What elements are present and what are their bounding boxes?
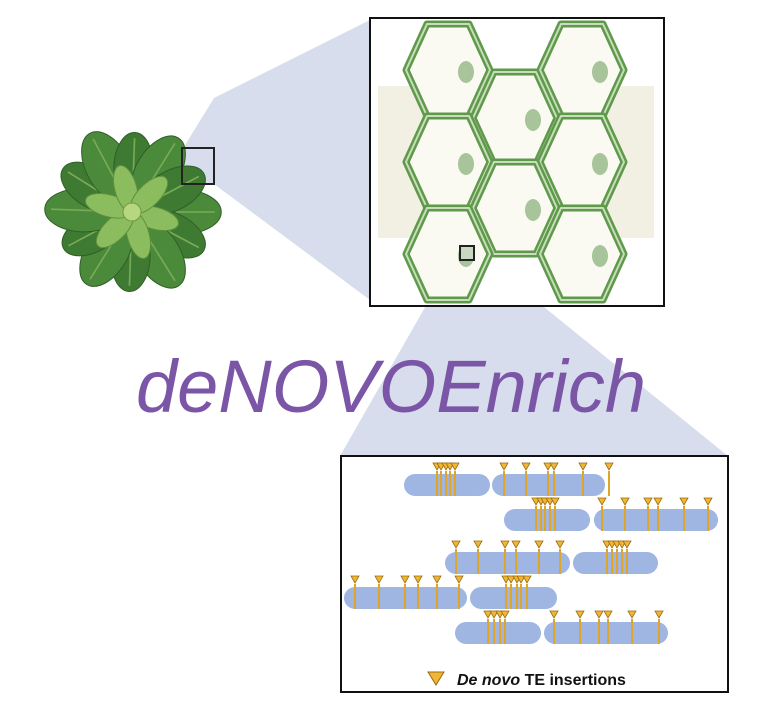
te-insertion-marker	[511, 540, 521, 574]
te-insertion-marker	[550, 497, 560, 531]
nucleus	[458, 61, 474, 83]
te-insertion-marker	[500, 540, 510, 574]
te-insertion-marker	[654, 610, 664, 644]
te-insertion-marker	[451, 540, 461, 574]
tool-title: deNOVOEnrich	[136, 345, 646, 428]
plant-zoom-box	[181, 147, 215, 185]
rosette-center	[122, 202, 142, 222]
te-insertion-marker	[653, 497, 663, 531]
chromosome-pair	[455, 610, 668, 644]
orange-triangle-icon	[427, 671, 445, 686]
te-insertion-marker	[454, 575, 464, 609]
te-insertion-marker	[400, 575, 410, 609]
te-insertion-marker	[489, 610, 499, 644]
te-insertion-marker	[432, 575, 442, 609]
te-insertion-marker	[521, 462, 531, 496]
nucleus	[592, 245, 608, 267]
te-insertion-marker	[703, 497, 713, 531]
nucleus	[458, 153, 474, 175]
te-insertion-marker	[500, 610, 510, 644]
te-insertion-marker	[483, 610, 493, 644]
te-insertion-marker	[622, 540, 632, 574]
chromosome-pair	[344, 575, 557, 609]
te-insertion-marker	[374, 575, 384, 609]
chromosome-arm	[470, 587, 557, 609]
te-insertion-marker	[620, 497, 630, 531]
te-insertion-marker	[450, 462, 460, 496]
te-insertion-marker	[549, 610, 559, 644]
te-insertion-marker	[603, 610, 613, 644]
legend: De novo TE insertions	[427, 671, 626, 689]
chromosome-arm	[504, 509, 590, 531]
te-insertion-marker	[534, 540, 544, 574]
te-insertion-marker	[506, 575, 516, 609]
zoom-wedge-plant-to-cells	[182, 20, 370, 300]
chromosome-pair	[504, 497, 718, 531]
svg-text:De novo TE insertions: De novo TE insertions	[457, 672, 626, 689]
chromosome-panel: De novo TE insertions	[340, 455, 729, 693]
te-insertion-marker	[594, 610, 604, 644]
nucleus	[525, 199, 541, 221]
te-insertion-marker	[679, 497, 689, 531]
cells-panel	[369, 17, 665, 307]
plant-cell	[536, 204, 628, 304]
te-insertion-marker	[578, 462, 588, 496]
te-insertion-marker	[555, 540, 565, 574]
te-insertion-marker	[549, 462, 559, 496]
te-insertion-marker	[499, 462, 509, 496]
plant-cell	[469, 158, 561, 258]
chromosome-arm	[573, 552, 658, 574]
chromosome-pair	[445, 540, 658, 574]
legend-label-italic: De novo	[457, 672, 520, 689]
te-insertion-marker	[543, 462, 553, 496]
te-insertion-marker	[350, 575, 360, 609]
te-insertion-marker	[597, 497, 607, 531]
te-insertion-marker	[627, 610, 637, 644]
te-insertion-marker	[473, 540, 483, 574]
chromosome-arm	[594, 509, 718, 531]
nucleus	[525, 109, 541, 131]
cell-zoom-box	[459, 245, 475, 261]
te-insertion-marker	[604, 462, 614, 496]
chromosome-arm	[544, 622, 668, 644]
te-insertion-marker	[575, 610, 585, 644]
te-insertion-marker	[413, 575, 423, 609]
chromosome-pair	[404, 462, 614, 496]
plant-cell	[402, 204, 494, 304]
plant-rosette-icon	[44, 131, 222, 292]
nucleus	[592, 61, 608, 83]
legend-label-rest: TE insertions	[520, 672, 626, 689]
te-insertion-marker	[522, 575, 532, 609]
chromosome-arm	[445, 552, 570, 574]
te-insertion-marker	[516, 575, 526, 609]
nucleus	[592, 153, 608, 175]
chromosome-arm	[455, 622, 541, 644]
te-insertion-marker	[643, 497, 653, 531]
